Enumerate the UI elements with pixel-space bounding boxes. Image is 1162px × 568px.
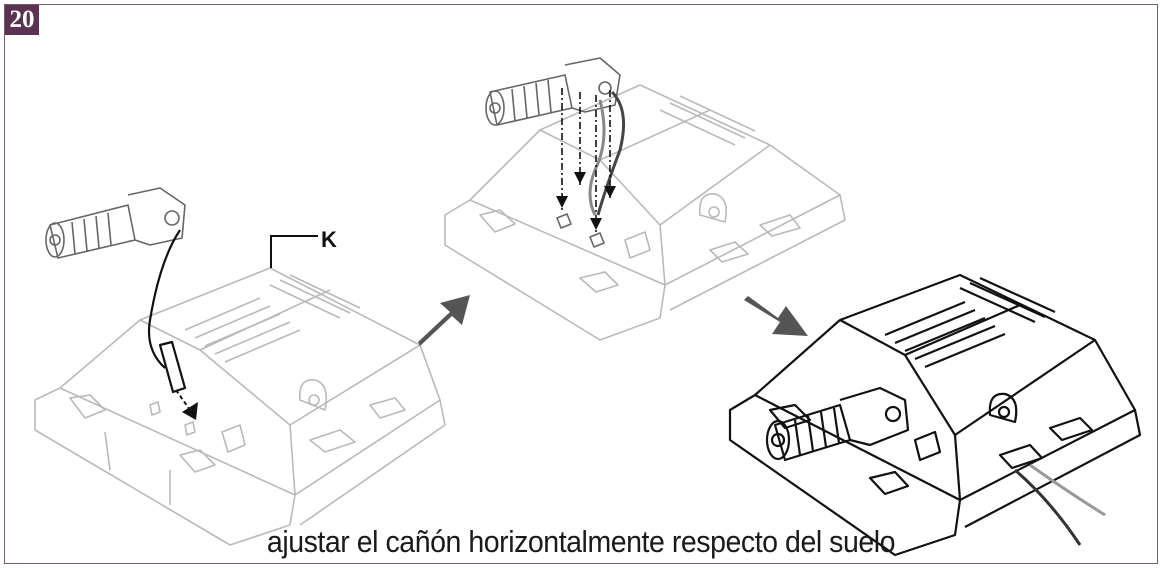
step-arrow-1 (418, 295, 470, 346)
device-body-right (728, 273, 1142, 557)
step-number-badge: 20 (5, 5, 39, 35)
dashed-guide-lines (561, 88, 611, 232)
callout-label-k: K (321, 227, 337, 252)
cannon-right (765, 386, 910, 462)
device-body-left (34, 267, 446, 546)
insert-arrow-left (175, 389, 198, 420)
cannon-left (45, 187, 187, 394)
figure-frame (4, 4, 1158, 564)
guide-arrowheads (556, 172, 616, 230)
step-arrow-2 (744, 296, 808, 336)
device-body-middle (444, 84, 846, 341)
figure-caption: ajustar el cañón horizontalmente respect… (266, 524, 896, 559)
cannon-middle (485, 57, 626, 248)
callout-k-leader (270, 235, 318, 268)
